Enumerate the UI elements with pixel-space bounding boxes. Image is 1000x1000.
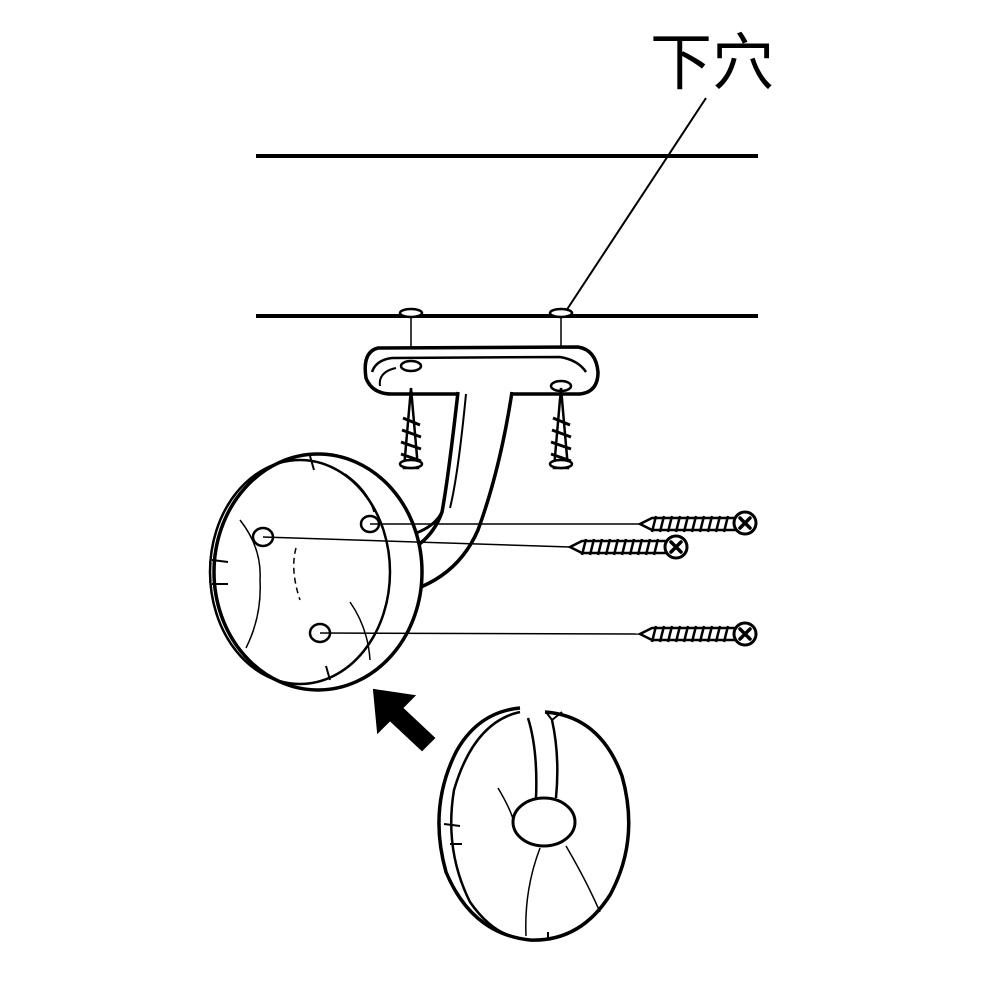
- wall-base-plate: [208, 452, 424, 692]
- rail-screw-left: [398, 387, 424, 470]
- pilot-hole-leader-line: [565, 97, 707, 312]
- pilot-hole-label: 下穴: [650, 26, 774, 99]
- wall-screw-middle: [567, 534, 689, 560]
- bracket-saddle: [363, 345, 600, 396]
- cover-placement-arrow: [372, 688, 436, 752]
- guide-line-bottom: [319, 632, 641, 635]
- rail-screw-right: [548, 387, 574, 470]
- guide-line-middle: [262, 536, 571, 548]
- cover-cap: [437, 706, 631, 942]
- handrail: [256, 154, 758, 318]
- wall-screw-bottom: [637, 621, 758, 647]
- wall-screw-top: [637, 510, 758, 536]
